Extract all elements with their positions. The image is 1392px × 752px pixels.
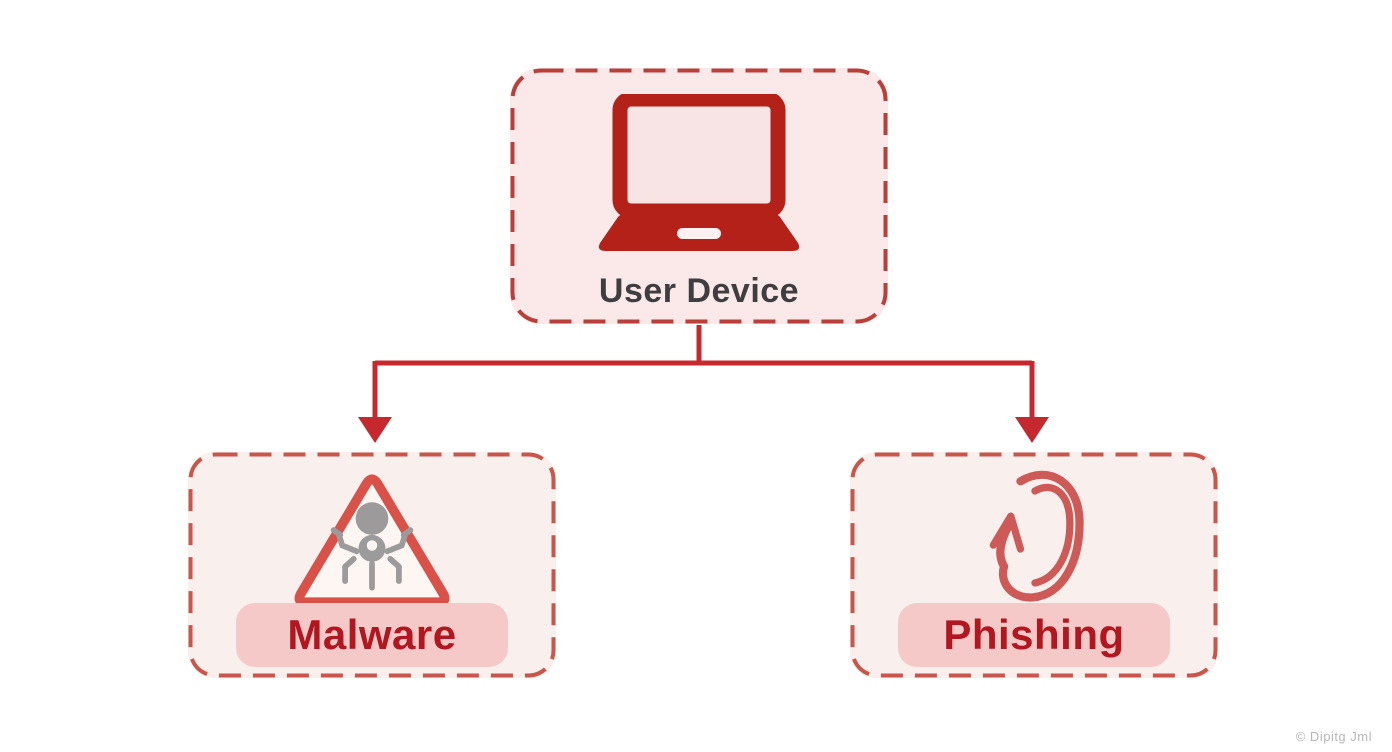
malware-label-pill: Malware [236,603,508,667]
laptop-icon [598,94,800,251]
phishing-label: Phishing [943,611,1125,658]
bug-icon [330,502,414,591]
user-device-label: User Device [598,272,800,310]
malware-label: Malware [287,611,457,658]
arrowhead-left-icon [358,417,392,443]
malware-node: Malware [188,452,556,678]
phishing-node: Phishing [850,452,1218,678]
phishing-hook-icon [989,470,1084,602]
phishing-label-pill: Phishing [898,603,1170,667]
arrowhead-right-icon [1015,417,1049,443]
watermark: © Dipitg Jml [1295,729,1372,744]
malware-warning-icon [294,474,450,606]
user-device-node: User Device [510,68,888,324]
